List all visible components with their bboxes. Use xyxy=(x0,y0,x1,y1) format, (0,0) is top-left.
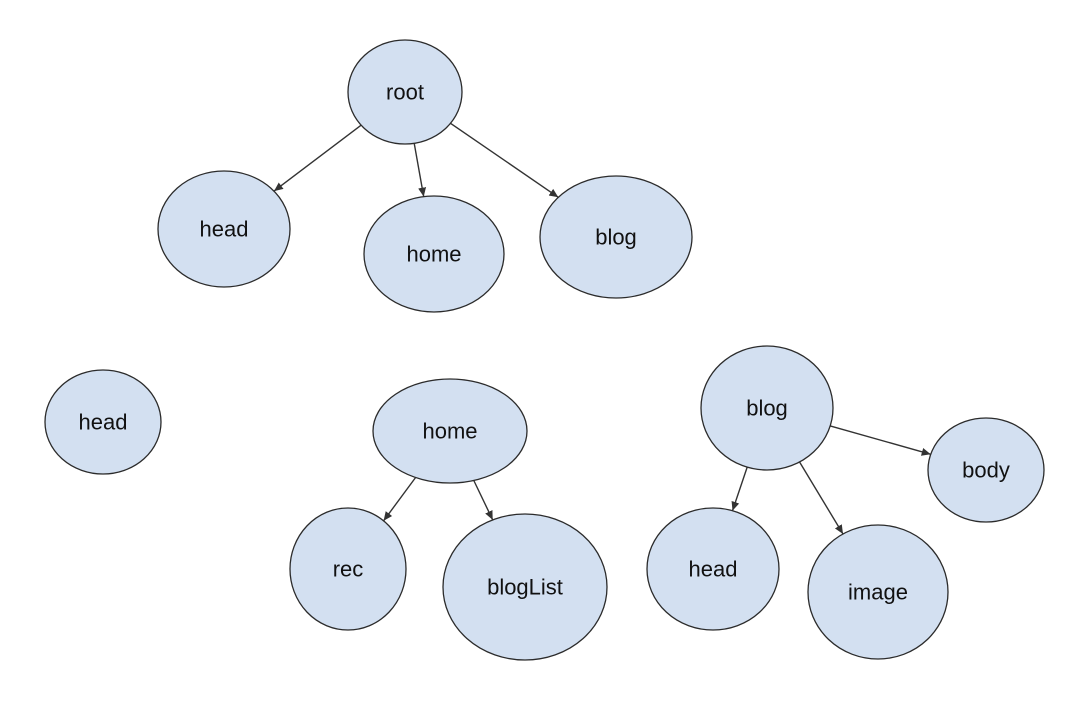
node-shape xyxy=(442,513,608,661)
node-t3-bloglist: blogList xyxy=(442,513,608,661)
node-shape xyxy=(700,345,834,471)
node-label: home xyxy=(422,419,477,444)
node-shape xyxy=(347,39,463,145)
node-shape xyxy=(289,507,407,631)
node-t4-body: body xyxy=(927,417,1045,523)
node-t2-head: head xyxy=(44,369,162,475)
node-label: head xyxy=(200,217,249,242)
edge-t4-blog-to-t4-head xyxy=(731,466,748,511)
node-t1-blog: blog xyxy=(539,175,693,299)
edge-t4-blog-to-t4-body xyxy=(830,425,931,456)
node-label: blogList xyxy=(487,575,563,600)
node-root: root xyxy=(347,39,463,145)
node-t4-head: head xyxy=(646,507,780,631)
node-shape xyxy=(363,195,505,313)
node-t3-home: home xyxy=(372,378,528,484)
node-label: head xyxy=(689,557,738,582)
node-label: head xyxy=(79,410,128,435)
node-t4-image: image xyxy=(807,524,949,660)
node-t4-blog: blog xyxy=(700,345,834,471)
node-label: blog xyxy=(595,225,637,250)
node-shape xyxy=(157,170,291,288)
edge-root-to-t1-home xyxy=(413,143,427,197)
edge-root-to-t1-blog xyxy=(450,122,559,198)
node-label: image xyxy=(848,580,908,605)
node-label: home xyxy=(406,242,461,267)
node-label: rec xyxy=(333,557,364,582)
edge-t4-blog-to-t4-image xyxy=(798,461,844,535)
edge-t3-home-to-t3-bloglist xyxy=(473,480,494,521)
node-shape xyxy=(807,524,949,660)
edge-t3-home-to-t3-rec xyxy=(383,477,417,522)
node-shape xyxy=(372,378,528,484)
node-t3-rec: rec xyxy=(289,507,407,631)
node-shape xyxy=(539,175,693,299)
node-shape xyxy=(646,507,780,631)
nodes-layer: root head home blog head home rec blogList blog b… xyxy=(44,39,1045,661)
node-t1-head: head xyxy=(157,170,291,288)
node-label: root xyxy=(386,80,424,105)
node-shape xyxy=(44,369,162,475)
node-shape xyxy=(927,417,1045,523)
node-label: blog xyxy=(746,396,788,421)
edge-root-to-t1-head xyxy=(273,124,362,192)
node-label: body xyxy=(962,458,1010,483)
node-t1-home: home xyxy=(363,195,505,313)
edges-layer xyxy=(273,122,931,535)
